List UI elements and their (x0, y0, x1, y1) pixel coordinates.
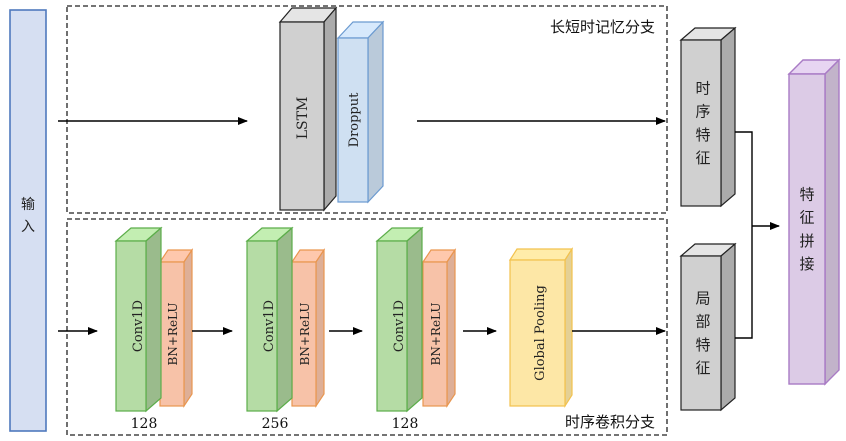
bn-label-1: BN+ReLU (166, 303, 180, 366)
conv-branch-container (66, 218, 668, 436)
conv-branch-title: 时序卷积分支 (565, 413, 655, 431)
conv-label-1: Conv1D (131, 300, 146, 352)
merge-line-local (735, 226, 753, 339)
bn-label-3: BN+ReLU (429, 303, 443, 366)
lstm-block: LSTM (278, 6, 338, 212)
merge-line-temporal (735, 131, 753, 226)
filters-label-3: 128 (392, 416, 419, 432)
input-label: 输入 (21, 197, 35, 235)
bn-label-2: BN+ReLU (298, 303, 312, 366)
conv-label-2: Conv1D (262, 300, 277, 352)
filters-label-1: 128 (131, 416, 158, 432)
temporal-feature-block: 时序特征 (679, 26, 737, 208)
conv-block-3: Conv1D BN+ReLU 128 (375, 226, 457, 432)
feature-concat-block: 特征拼接 (787, 58, 841, 386)
lstm-label: LSTM (295, 97, 311, 140)
temporal-feature-label: 时序特征 (695, 79, 710, 167)
conv-block-2: Conv1D BN+ReLU 256 (245, 226, 326, 432)
input-block: 输入 (9, 9, 47, 432)
filters-label-2: 256 (262, 416, 289, 432)
global-pooling-block: Global Pooling (508, 246, 574, 409)
dropout-label: Dropput (347, 92, 362, 147)
connectors (58, 117, 780, 339)
local-feature-block: 局部特征 (679, 242, 737, 412)
feature-concat-label: 特征拼接 (799, 185, 814, 273)
local-feature-label: 局部特征 (695, 289, 710, 377)
dropout-block: Dropput (336, 20, 385, 204)
lstm-branch-container (66, 5, 668, 214)
lstm-branch-title: 长短时记忆分支 (550, 18, 655, 36)
global-pooling-label: Global Pooling (533, 285, 548, 381)
conv-label-3: Conv1D (392, 300, 407, 352)
conv-block-1: Conv1D BN+ReLU 128 (114, 226, 194, 432)
